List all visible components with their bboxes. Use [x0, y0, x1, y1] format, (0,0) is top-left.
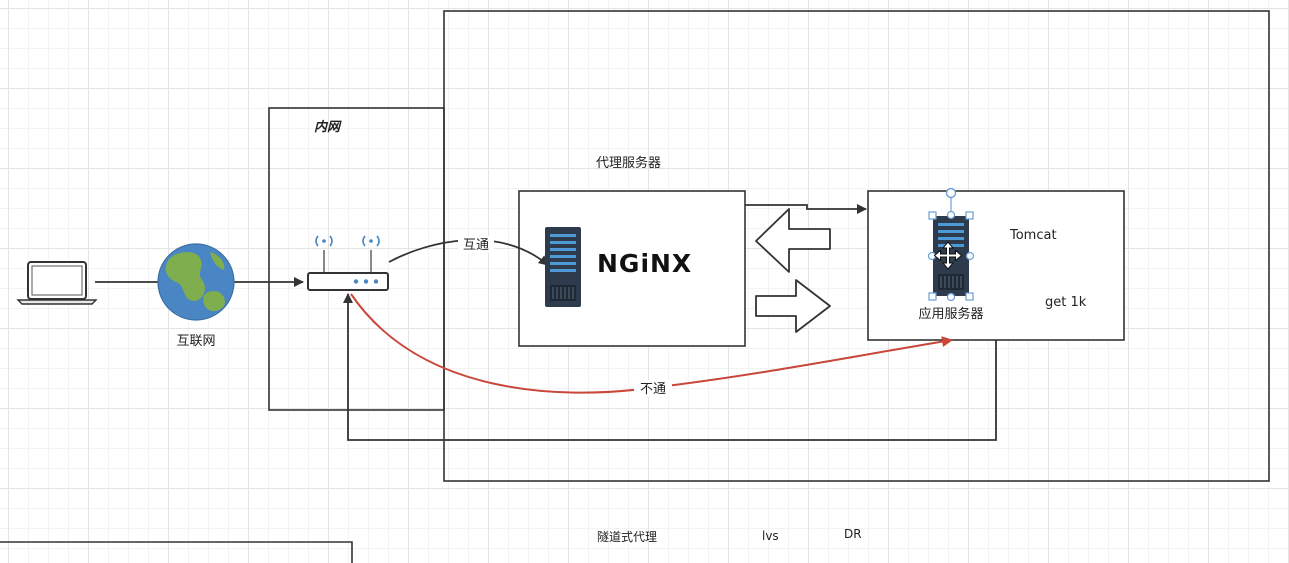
proxy-server-label: 代理服务器 [596, 155, 661, 171]
blocked-edge-label: 不通 [640, 382, 666, 397]
resize-handle[interactable] [946, 210, 956, 220]
internet-label: 互联网 [176, 334, 215, 349]
nginx-logo: NGiNX [597, 249, 692, 278]
get-request-label: get 1k [1045, 295, 1087, 310]
move-cursor-icon [933, 241, 963, 270]
router-icon[interactable] [307, 235, 389, 291]
lvs-label: lvs [762, 529, 779, 543]
tunnel-proxy-label: 隧道式代理 [597, 529, 657, 544]
connected-edge-label: 互通 [463, 238, 489, 253]
resize-handle[interactable] [965, 292, 974, 301]
tomcat-label: Tomcat [1009, 228, 1057, 243]
intranet-label: 内网 [314, 119, 342, 135]
nginx-server-icon[interactable] [545, 227, 581, 307]
dr-label: DR [844, 527, 862, 541]
laptop-icon[interactable] [16, 261, 98, 305]
app-server-label: 应用服务器 [918, 306, 983, 322]
resize-handle[interactable] [928, 292, 937, 301]
edge-app-return-router[interactable] [343, 293, 997, 441]
globe-icon[interactable] [157, 243, 235, 321]
right-block-arrow[interactable] [755, 279, 831, 333]
edge-nginx-app[interactable] [745, 204, 867, 214]
rotate-handle[interactable] [945, 187, 957, 199]
selection-handles[interactable] [927, 187, 975, 302]
resize-handle[interactable] [946, 292, 956, 302]
resize-handle[interactable] [965, 251, 975, 261]
app-server-box[interactable] [867, 190, 1125, 341]
resize-handle[interactable] [965, 211, 974, 220]
intranet-box[interactable] [268, 107, 445, 411]
left-block-arrow[interactable] [755, 208, 831, 273]
resize-handle[interactable] [928, 211, 937, 220]
bottom-left-box[interactable] [0, 541, 353, 563]
